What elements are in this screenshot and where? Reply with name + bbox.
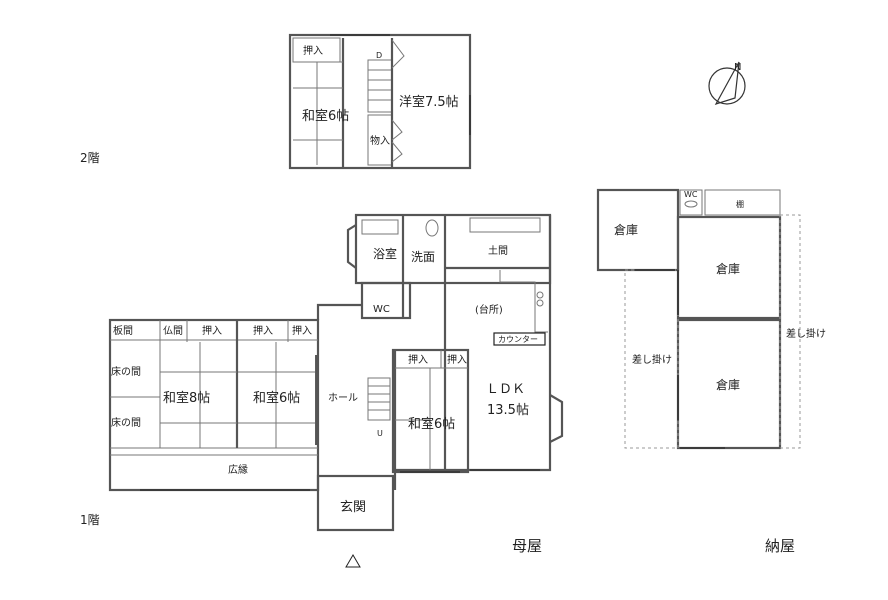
room-label-washroom: 洗面 [411,250,435,264]
first-floor-plan [108,213,564,532]
counter-label: カウンター [498,335,538,344]
room-label-ldk-size: 13.5帖 [487,403,529,418]
floor-label-second: 2階 [80,150,100,165]
room-label-japanese-room-8: 和室8帖 [163,390,210,406]
room-label-lean-to-2: 差し掛け [786,327,826,340]
room-label-wc: WC [373,304,390,315]
room-label-entrance: 玄関 [340,500,366,515]
second-floor-plan [288,33,472,170]
room-label-closet-2: 押入 [253,324,273,337]
room-label-barn-wc: WC [684,190,698,199]
room-label-tokonoma-1: 床の間 [111,365,141,378]
room-label-closet: 押入 [303,44,323,57]
north-arrow-icon [708,61,746,106]
room-label-bath: 浴室 [373,246,397,261]
stairs-up-mark: U [377,429,383,438]
barn-plan [596,188,801,450]
room-label-tokonoma-2: 床の間 [111,416,141,429]
room-label-closet-1: 押入 [202,324,222,337]
room-label-western-room: 洋室7.5帖 [399,94,459,110]
room-label-japanese-room: 和室6帖 [302,108,349,124]
room-label-storage: 物入 [370,134,390,147]
building-label-main: 母屋 [512,537,542,555]
room-label-closet-4: 押入 [408,353,428,366]
room-label-japanese-room-6: 和室6帖 [253,390,300,406]
room-label-shelf: 棚 [736,199,744,209]
room-label-storage-1: 倉庫 [614,222,638,237]
room-label-hall: ホール [328,392,358,404]
room-label-storage-2: 倉庫 [716,261,740,276]
room-label-kitchen: (台所) [475,303,503,316]
room-label-butsuma: 仏間 [163,325,183,337]
room-label-lean-to-1: 差し掛け [632,353,672,366]
room-label-board-room: 板間 [113,324,133,337]
room-label-veranda: 広縁 [228,463,248,476]
entrance-triangle-icon [345,554,361,568]
room-label-earth-floor: 土間 [488,244,508,257]
floor-label-first: 1階 [80,512,100,527]
room-label-closet-3: 押入 [292,324,312,337]
stairs-down-mark: D [376,51,382,60]
room-label-storage-3: 倉庫 [716,377,740,392]
compass-label: N [734,62,741,73]
room-label-closet-5: 押入 [447,353,467,366]
room-label-ldk: ＬＤＫ [486,382,525,397]
building-label-barn: 納屋 [765,537,795,555]
room-label-japanese-room-6b: 和室6帖 [408,416,455,432]
